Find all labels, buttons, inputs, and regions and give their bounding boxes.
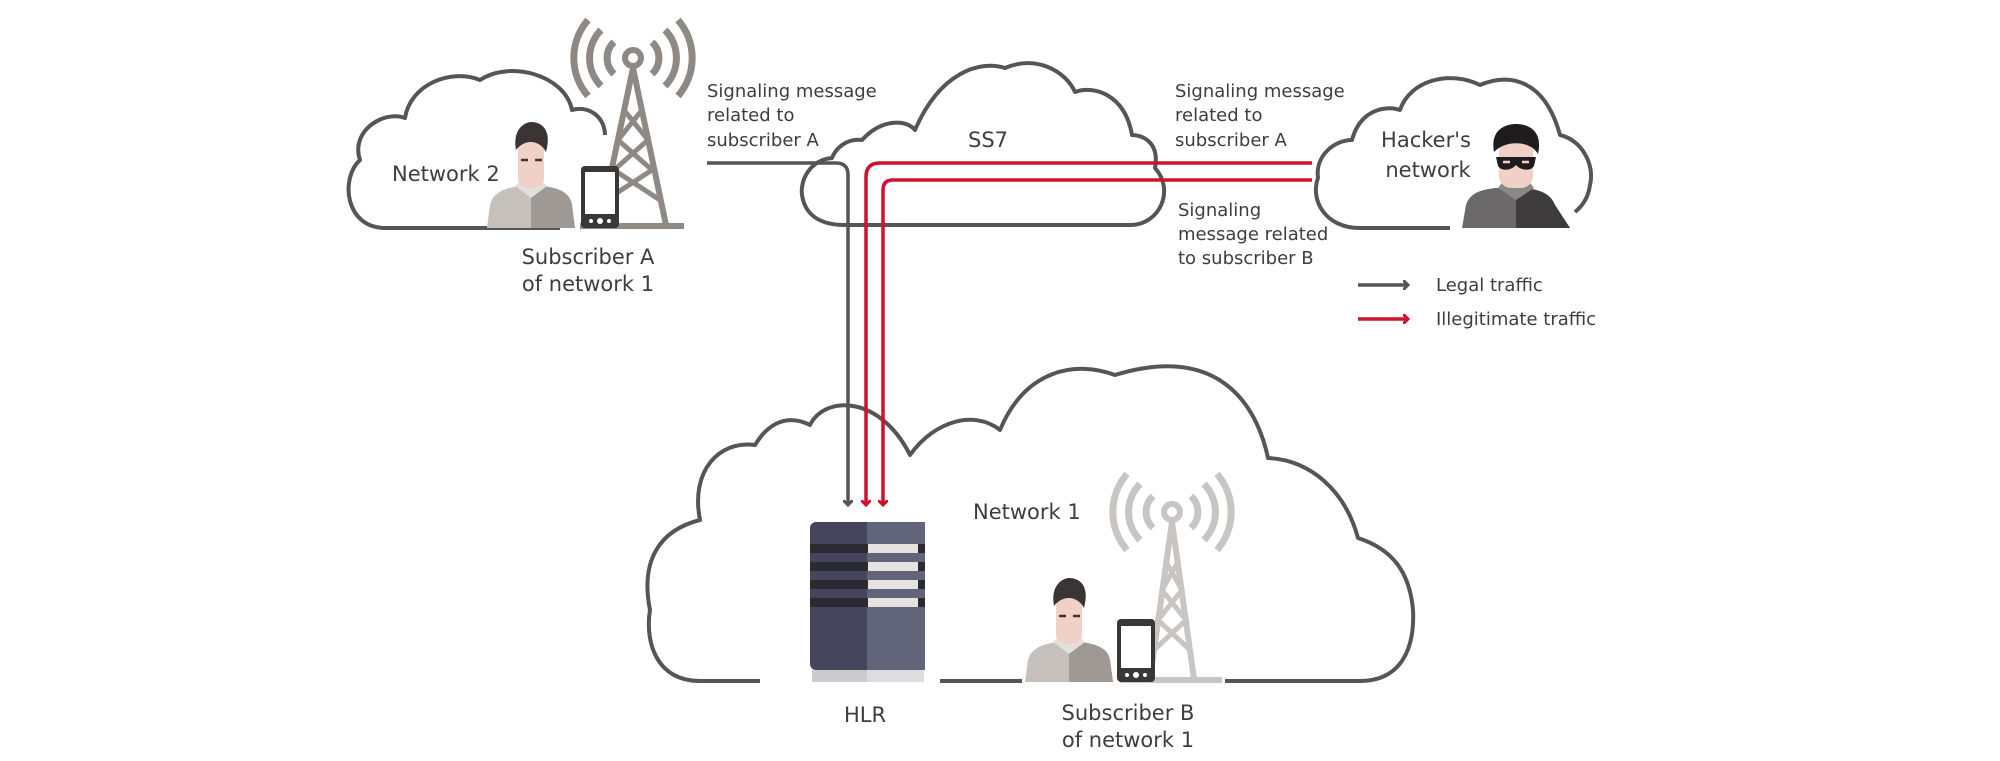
- hlr-server-icon: [810, 522, 925, 682]
- network2-label: Network 2: [392, 162, 500, 186]
- legal-traffic-path: [707, 161, 848, 505]
- subscriber-a-avatar: [487, 122, 575, 228]
- hacker-network-label-line2: network: [1385, 158, 1471, 182]
- svg-text:related to: related to: [1175, 105, 1262, 126]
- message-label-right-a: Signaling message related to subscriber …: [1175, 81, 1345, 151]
- message-label-left-a: Signaling message related to subscriber …: [707, 81, 877, 151]
- illegitimate-traffic-path-a: [866, 161, 1312, 505]
- subscriber-b-avatar: [1025, 578, 1113, 682]
- subscriber-b-label-line1: Subscriber B: [1062, 701, 1195, 725]
- svg-text:subscriber A: subscriber A: [707, 130, 820, 151]
- svg-text:Signaling message: Signaling message: [1175, 81, 1345, 102]
- svg-text:Signaling message: Signaling message: [707, 81, 877, 102]
- subscriber-a-label-line1: Subscriber A: [522, 245, 655, 269]
- legend-label-legal: Legal traffic: [1436, 275, 1543, 296]
- legend-item-illegitimate: Illegitimate traffic: [1358, 309, 1596, 330]
- subscriber-b-phone-icon: [1117, 619, 1155, 682]
- subscriber-b-label-line2: of network 1: [1062, 728, 1194, 752]
- subscriber-a-label-line2: of network 1: [522, 272, 654, 296]
- ss7-label: SS7: [968, 128, 1008, 152]
- svg-text:subscriber A: subscriber A: [1175, 130, 1288, 151]
- svg-text:Signaling: Signaling: [1178, 200, 1261, 221]
- network1-cloud: Network 1: [645, 364, 1416, 683]
- network1-label: Network 1: [973, 500, 1081, 524]
- subscriber-a-phone-icon: [581, 166, 619, 228]
- svg-text:related to: related to: [707, 105, 794, 126]
- svg-text:to subscriber B: to subscriber B: [1178, 248, 1314, 269]
- legend-item-legal: Legal traffic: [1358, 275, 1543, 296]
- legend: Legal traffic Illegitimate traffic: [1358, 275, 1596, 330]
- svg-text:message related: message related: [1178, 224, 1328, 245]
- legend-label-illegitimate: Illegitimate traffic: [1436, 309, 1596, 330]
- hacker-network-label-line1: Hacker's: [1381, 128, 1471, 152]
- hlr-label: HLR: [844, 703, 886, 727]
- message-label-right-b: Signaling message related to subscriber …: [1178, 200, 1328, 269]
- hacker-avatar: [1462, 124, 1570, 228]
- illegitimate-traffic-path-b: [883, 178, 1312, 505]
